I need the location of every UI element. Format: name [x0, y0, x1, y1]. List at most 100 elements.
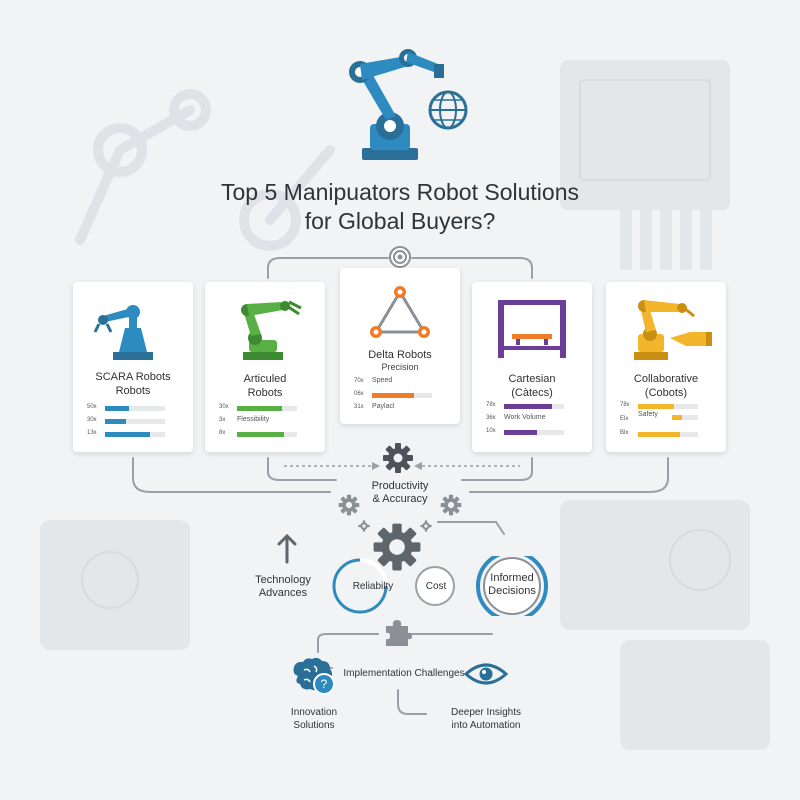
metric-value: Elx	[620, 416, 629, 422]
arrow-up-icon	[277, 534, 297, 564]
metric-value: Blx	[620, 430, 629, 436]
card-delta[interactable]: Delta Robots Precision 70x Speed 06x 31x…	[340, 268, 460, 424]
gear-tiny-icon	[420, 520, 432, 532]
hero-robot-globe-icon	[349, 49, 468, 160]
innovation-solutions-label: Innovation Solutions	[272, 706, 356, 732]
card-title-line-2: Robots	[247, 387, 283, 399]
metric-label: Work Volume	[504, 414, 546, 421]
metric-label: Speed	[372, 377, 393, 384]
gear-tiny-icon	[358, 520, 370, 532]
card-title-line-1: Delta Robots	[368, 349, 432, 361]
card-articulated[interactable]: Articuled Robots 30x 3x Flessibility 8x	[205, 282, 325, 452]
insights-line-1: Deeper Insights	[450, 707, 522, 718]
articulated-robot-icon	[241, 300, 302, 360]
metric-row: Blx	[620, 428, 720, 440]
informed-line-1: Informed	[490, 572, 534, 584]
metric-row: 30x	[87, 415, 187, 427]
metric-label: Paylacl	[372, 403, 395, 410]
metric-value: 30x	[219, 404, 229, 410]
delta-robot-icon	[370, 286, 430, 338]
insights-line-2: into Automation	[451, 720, 521, 731]
card-title-line-1: Cartesian	[508, 373, 556, 385]
card-title-line-2: (Càtecs)	[511, 387, 553, 399]
card-collaborative[interactable]: Collaborative (Cobots) 78x Elx Safety Bl…	[606, 282, 726, 452]
deeper-insights-label: Deeper Insights into Automation	[436, 706, 536, 732]
metric-fill	[638, 432, 680, 437]
metric-value: 8x	[219, 430, 226, 436]
innovation-line-2: Solutions	[293, 720, 335, 731]
eye-icon	[464, 663, 508, 685]
metric-row: 78x	[620, 400, 720, 412]
metric-row: 31x Paylacl	[354, 402, 454, 414]
metric-fill	[237, 406, 282, 411]
metric-value: 13x	[87, 430, 97, 436]
metric-value: 10x	[486, 428, 496, 434]
informed-line-2: Decisions	[488, 585, 536, 597]
card-cartesian[interactable]: Cartesian (Càtecs) 78x 36x Work Volume 1…	[472, 282, 592, 452]
metric-value: 31x	[354, 404, 364, 410]
metric-fill	[372, 393, 414, 398]
productivity-line-2: & Accuracy	[372, 493, 428, 505]
metric-track	[638, 404, 698, 409]
metric-row: 06x	[354, 389, 454, 401]
reliability-label: Reliabilty	[352, 581, 394, 592]
productivity-label: Productivity & Accuracy	[350, 480, 450, 506]
metric-track	[638, 432, 698, 437]
technology-label: Technology Advances	[246, 574, 320, 600]
metric-fill	[105, 432, 150, 437]
metric-value: 50x	[87, 404, 97, 410]
puzzle-piece-icon	[386, 620, 412, 646]
metric-fill	[504, 404, 552, 409]
metric-value: 78x	[620, 402, 630, 408]
metric-row: 30x	[219, 402, 319, 414]
innovation-line-1: Innovation	[290, 707, 338, 718]
metric-row: 78x	[486, 400, 586, 412]
metric-row: 50x	[87, 402, 187, 414]
technology-line-1: Technology	[255, 574, 311, 586]
technology-line-2: Advances	[258, 587, 308, 599]
metric-track	[105, 432, 165, 437]
metric-value: 78x	[486, 402, 496, 408]
title-line-2: for Global Buyers?	[304, 208, 496, 234]
metric-track	[504, 430, 564, 435]
cartesian-robot-icon	[498, 300, 566, 358]
cost-label: Cost	[425, 581, 447, 592]
card-title-line-2: Robots	[115, 385, 151, 397]
metric-row: Elx Safety	[620, 410, 720, 428]
card-title-line-1: SCARA Robots	[95, 371, 171, 383]
page-title: Top 5 Manipuators Robot Solutions for Gl…	[150, 178, 650, 236]
metric-track	[237, 406, 297, 411]
metric-row: 36x Work Volume	[486, 413, 586, 425]
metric-track	[105, 419, 165, 424]
metric-row: 3x Flessibility	[219, 415, 319, 427]
metric-value: 70x	[354, 378, 364, 384]
metric-row: 10x	[486, 426, 586, 438]
title-line-1: Top 5 Manipuators Robot Solutions	[221, 179, 579, 205]
informed-decisions-label: Informed Decisions	[472, 572, 552, 598]
metric-fill	[237, 432, 284, 437]
card-title-line-1: Articuled	[243, 373, 287, 385]
metric-row: 70x Speed	[354, 376, 454, 388]
gear-small-icon	[338, 494, 360, 516]
metric-label: Flessibility	[237, 416, 270, 423]
metric-track	[237, 432, 297, 437]
metric-fill	[105, 419, 126, 424]
metric-fill	[672, 415, 683, 420]
metric-fill	[105, 406, 129, 411]
metric-value: 06x	[354, 391, 364, 397]
metric-track	[105, 406, 165, 411]
metric-row: 13x	[87, 428, 187, 440]
metric-track	[372, 393, 432, 398]
metric-track	[672, 415, 698, 420]
card-title-line-1: Collaborative	[633, 373, 699, 385]
metric-fill	[638, 404, 674, 409]
card-scara[interactable]: SCARA Robots Robots 50x 30x 13x	[73, 282, 193, 452]
target-icon	[389, 246, 411, 268]
decision-circles	[332, 556, 548, 616]
card-subtitle: Precision	[381, 362, 419, 372]
metric-value: 3x	[219, 417, 226, 423]
cobot-robot-icon	[634, 300, 712, 360]
card-title-line-2: (Cobots)	[644, 387, 688, 399]
